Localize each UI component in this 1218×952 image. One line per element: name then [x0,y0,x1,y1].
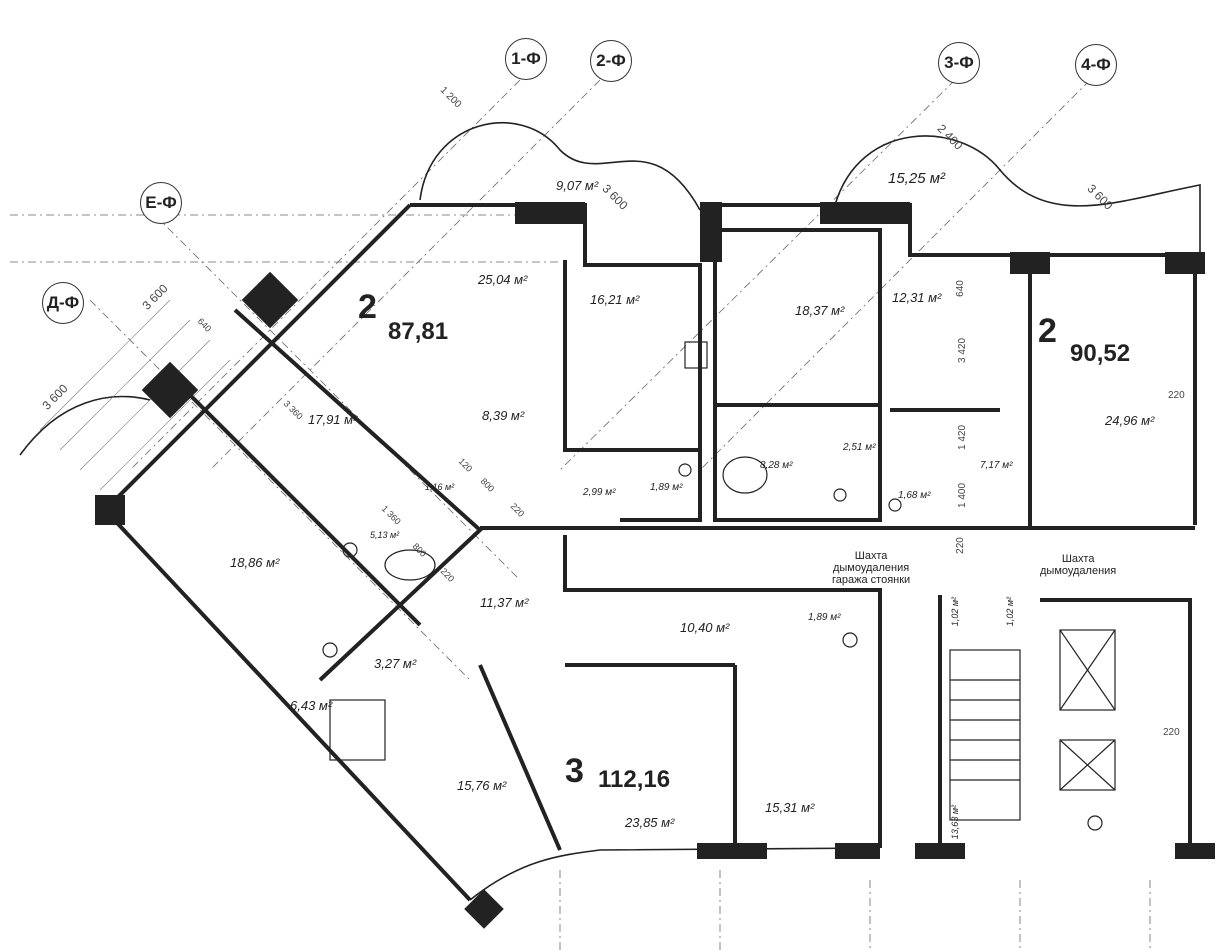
shaft-note-line: дымоудаления [1040,565,1117,577]
room-area: 23,85 м² [625,815,675,830]
room-area: 3,27 м² [374,656,417,671]
dimension-label: 1 400 [957,482,969,509]
stair-lift-core [949,629,1116,831]
room-area: 12,31 м² [892,290,942,305]
room-area: 13,63 м² [950,805,960,840]
apartment-rooms-3: 3 [565,752,584,790]
apartment-rooms-2: 2 [1038,312,1057,350]
construction-lines [10,79,1151,952]
room-area: 2,51 м² [843,442,876,453]
room-area: 6,43 м² [290,698,333,713]
facade-hatch [39,299,231,491]
room-area: 15,76 м² [457,778,507,793]
room-area: 2,99 м² [583,487,616,498]
room-area: 1,89 м² [650,482,683,493]
room-area: 11,37 м² [480,595,529,610]
room-area: 5,13 м² [370,530,400,540]
dimension-label: 220 [954,537,966,554]
dimension-label: 640 [954,280,966,297]
dimension-label: 3 420 [957,337,969,364]
apartment-area-3: 112,16 [598,766,671,793]
axis-marker-4: 4-Ф [1075,44,1117,86]
axis-marker-e: Е-Ф [140,182,182,224]
room-area: 1,89 м² [808,612,841,623]
room-area: 25,04 м² [478,272,528,287]
apartment-rooms-1: 2 [358,288,377,326]
axis-marker-2: 2-Ф [590,40,632,82]
shaft-note-line: дымоудаления [832,562,910,574]
room-area: 18,86 м² [230,555,280,570]
apartment-area-1: 87,81 [388,318,449,345]
shaft-note-line: Шахта [1061,553,1095,565]
room-area: 8,28 м² [760,460,793,471]
room-area: 10,40 м² [680,620,730,635]
dimension-label: 220 [1168,390,1185,401]
balcony-curves [19,121,1201,901]
room-area: 15,31 м² [765,800,815,815]
apartment-area-2: 90,52 [1070,340,1131,367]
room-area: 17,91 м² [308,412,358,427]
room-area: 24,96 м² [1105,413,1155,428]
room-area: 1,16 м² [425,482,455,492]
fixtures [322,341,902,761]
room-area: 8,39 м² [482,408,525,423]
room-area: 1,02 м² [950,597,960,627]
balcony-area: 9,07 м² [556,178,599,193]
room-area: 1,68 м² [898,490,931,501]
shaft-note-1: Шахта дымоудаления гаража стоянки [832,550,910,586]
shaft-note-line: Шахта [854,550,888,562]
room-area: 1,02 м² [1005,597,1015,627]
axis-marker-1: 1-Ф [505,38,547,80]
dimension-label: 1 420 [957,424,969,451]
axis-marker-d: Д-Ф [42,282,84,324]
axis-marker-3: 3-Ф [938,42,980,84]
room-area: 7,17 м² [980,460,1013,471]
dimension-label: 220 [1163,727,1180,738]
room-area: 16,21 м² [590,292,640,307]
room-area: 18,37 м² [795,303,845,318]
shaft-note-2: Шахта дымоудаления [1040,553,1116,577]
shaft-note-line: гаража стоянки [832,574,911,586]
balcony-area: 15,25 м² [888,170,945,187]
